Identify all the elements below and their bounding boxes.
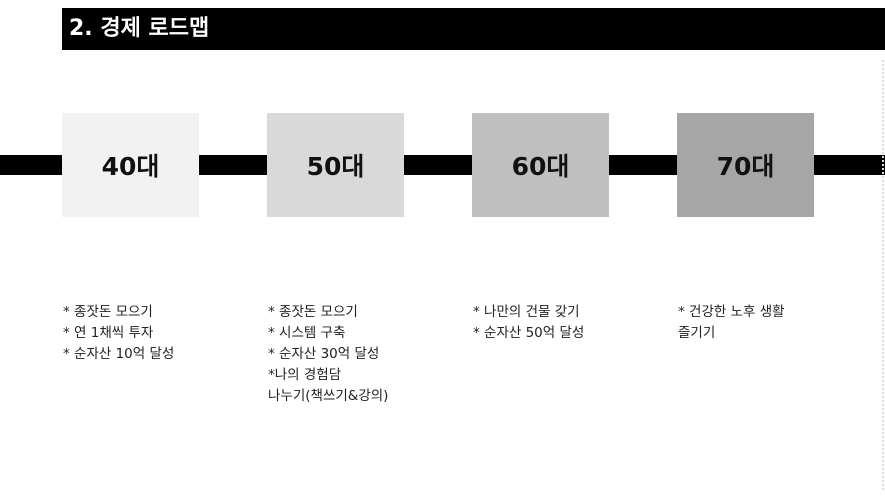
stage-notes: * 종잣돈 모으기 * 연 1채씩 투자 * 순자산 10억 달성	[63, 302, 174, 365]
note-line: * 나만의 건물 갖기	[473, 304, 580, 320]
title-bar: 2. 경제 로드맵	[62, 8, 885, 50]
stage-box: 60대	[472, 113, 609, 217]
stage-box: 70대	[677, 113, 814, 217]
note-line: * 연 1채씩 투자	[63, 325, 154, 341]
note-line: * 순자산 50억 달성	[473, 325, 585, 341]
note-line: 즐기기	[678, 325, 716, 341]
note-line: 나누기(책쓰기&강의)	[268, 388, 389, 404]
stage-box: 40대	[62, 113, 199, 217]
timeline-band	[0, 155, 885, 175]
note-line: * 순자산 30억 달성	[268, 346, 380, 362]
note-line: * 종잣돈 모으기	[268, 304, 358, 320]
stage-notes: * 나만의 건물 갖기 * 순자산 50억 달성	[473, 302, 584, 344]
note-line: *나의 경험담	[268, 367, 342, 383]
page-title: 2. 경제 로드맵	[69, 16, 210, 41]
stage-box: 50대	[267, 113, 404, 217]
note-line: * 건강한 노후 생활	[678, 304, 785, 320]
note-line: * 순자산 10억 달성	[63, 346, 175, 362]
slide-edge	[882, 60, 884, 490]
note-line: * 시스템 구축	[268, 325, 346, 341]
note-line: * 종잣돈 모으기	[63, 304, 153, 320]
